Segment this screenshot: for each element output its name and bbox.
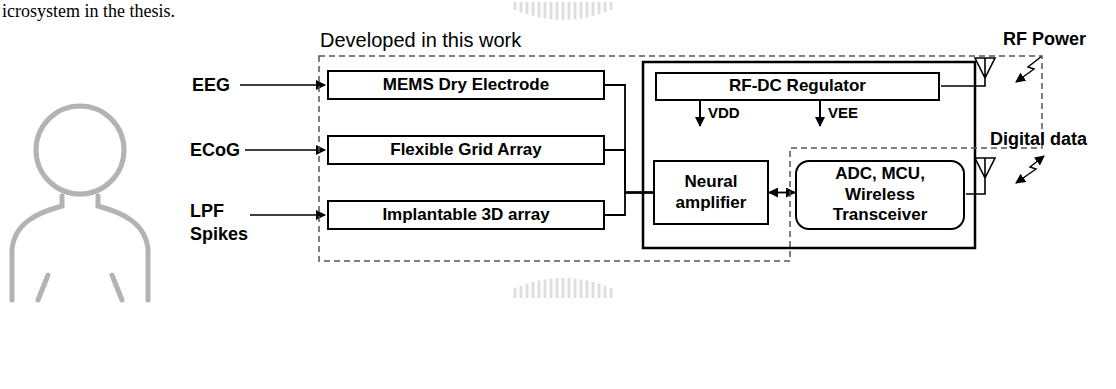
watermark-stroke — [514, 2, 517, 10]
supply-name: VEE — [828, 104, 858, 123]
link-name: RF Power — [1003, 28, 1086, 51]
watermark-stroke — [538, 2, 541, 18]
page-text: icrosystem in the thesis. — [2, 0, 175, 23]
watermark-stroke — [586, 281, 589, 299]
connector — [769, 192, 795, 194]
electrode-box: Implantable 3D array — [327, 200, 605, 230]
system-housing — [643, 62, 975, 248]
watermark-stroke — [610, 288, 613, 298]
regulator-box: RF-DC Regulator — [655, 72, 940, 101]
watermark-stroke — [520, 2, 523, 12]
watermark-stroke — [532, 2, 535, 16]
processor-box: ADC, MCU, Wireless Transceiver — [795, 160, 965, 230]
watermark-stroke — [580, 2, 583, 19]
watermark-stroke — [544, 279, 547, 298]
wireless-bolt — [1016, 56, 1044, 183]
watermark-stroke — [550, 279, 553, 298]
watermark-stroke — [568, 2, 571, 20]
box-label: Neural amplifier — [661, 172, 761, 213]
watermark-stroke — [562, 278, 565, 298]
watermark-stroke — [544, 2, 547, 19]
watermark-stroke — [514, 288, 517, 298]
connector — [605, 150, 653, 193]
watermark-stroke — [604, 2, 607, 12]
watermark-stroke — [574, 279, 577, 298]
electrode-box: Flexible Grid Array — [327, 135, 605, 165]
watermark-stroke — [562, 2, 565, 20]
watermark-stroke — [538, 281, 541, 299]
dashed-outline-path — [319, 56, 1042, 261]
watermark-stroke — [550, 2, 553, 19]
box-label: MEMS Dry Electrode — [383, 75, 549, 95]
box-label: ADC, MCU, Wireless Transceiver — [821, 164, 939, 225]
signal-arrows — [240, 85, 820, 215]
box-label: Flexible Grid Array — [390, 140, 541, 160]
connector — [605, 85, 653, 193]
link-name: Digital data — [990, 128, 1087, 151]
watermark-stroke — [592, 282, 595, 298]
watermark-stroke — [598, 2, 601, 14]
signal-name: ECoG — [190, 139, 240, 162]
developed-region: Developed in this workMEMS Dry Electrode… — [318, 55, 1043, 262]
watermark-stroke — [586, 2, 589, 18]
watermark-stroke — [574, 2, 577, 19]
signal-name: EEG — [192, 74, 230, 97]
signal-name: LPF Spikes — [190, 200, 252, 245]
watermark-stroke — [520, 286, 523, 298]
watermark-stroke — [556, 278, 559, 298]
watermark-stroke — [598, 284, 601, 298]
human-silhouette — [12, 106, 148, 300]
region-heading: Developed in this work — [320, 28, 521, 52]
watermark-stroke — [526, 284, 529, 298]
watermark-stroke — [592, 2, 595, 16]
watermark-stroke — [568, 278, 571, 298]
box-label: RF-DC Regulator — [729, 76, 866, 96]
watermark-stroke — [532, 282, 535, 298]
electrode-box: MEMS Dry Electrode — [327, 70, 605, 100]
watermark-stroke — [526, 2, 529, 14]
watermark-stroke — [580, 279, 583, 298]
box-label: Implantable 3D array — [382, 205, 549, 225]
amplifier-box: Neural amplifier — [653, 160, 769, 225]
supply-name: VDD — [708, 104, 740, 123]
watermark-stroke — [610, 2, 613, 10]
watermark-stroke — [556, 2, 559, 20]
watermark-stroke — [604, 286, 607, 298]
connector — [605, 193, 653, 216]
